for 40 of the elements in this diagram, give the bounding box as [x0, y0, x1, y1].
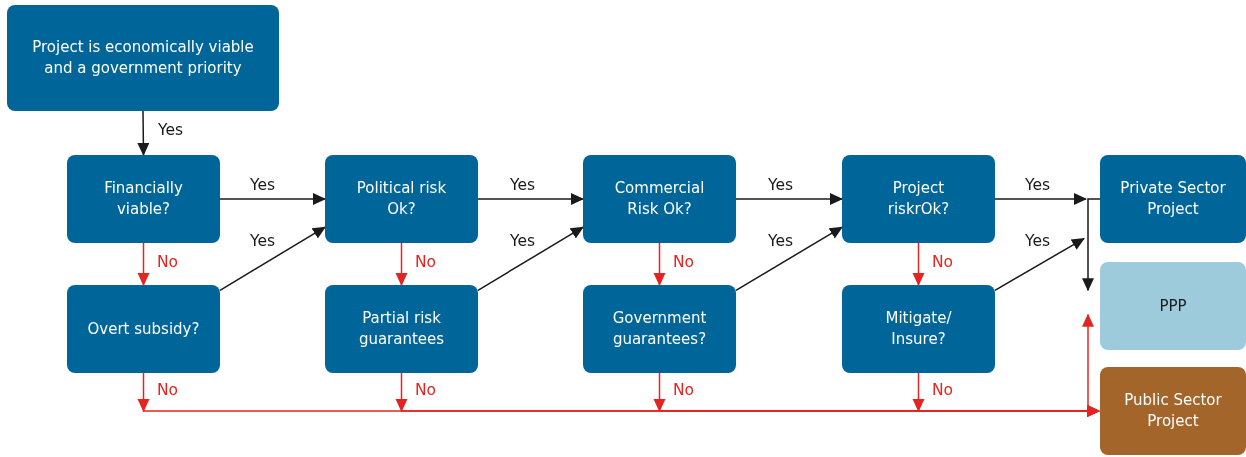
box-text: Financially viable?	[103, 178, 184, 220]
arrow	[395, 242, 408, 286]
arrow	[653, 242, 666, 286]
arrow	[137, 110, 150, 156]
box-text: Mitigate/ Insure?	[884, 308, 953, 350]
arrow	[994, 237, 1085, 292]
arrow	[477, 193, 584, 205]
process-box	[1100, 367, 1246, 455]
box-text: Government guarantees?	[611, 308, 708, 350]
process-box	[325, 285, 478, 373]
process-box	[583, 155, 736, 243]
process-box	[842, 285, 995, 373]
box-text: Public Sector Project	[1123, 390, 1223, 432]
box-text: PPP	[1159, 295, 1187, 317]
box-text: Partial risk guarantees	[357, 308, 446, 350]
box-text: Political risk Ok?	[355, 178, 448, 220]
arrow	[1082, 313, 1094, 408]
process-box	[583, 285, 736, 373]
process-box	[1100, 155, 1246, 243]
process-box	[7, 5, 279, 111]
process-box	[67, 155, 220, 243]
process-box	[1100, 262, 1246, 350]
arrow	[219, 226, 326, 292]
arrow	[735, 193, 843, 205]
box-text: Private Sector Project	[1119, 178, 1227, 220]
box-text: Project is economically viable and a government priority	[31, 37, 255, 79]
arrow	[994, 193, 1087, 205]
arrow	[912, 242, 925, 286]
arrow	[735, 226, 843, 292]
box-text: Project riskrOk?	[886, 178, 951, 220]
process-box	[325, 155, 478, 243]
process-box	[842, 155, 995, 243]
process-box	[67, 285, 220, 373]
arrow	[477, 226, 584, 292]
arrow	[912, 372, 1100, 417]
box-text: Commercial Risk Ok?	[613, 178, 706, 220]
arrow	[137, 242, 150, 286]
arrow	[219, 193, 326, 205]
arrow	[1082, 198, 1101, 292]
box-text: Overt subsidy?	[87, 318, 200, 340]
